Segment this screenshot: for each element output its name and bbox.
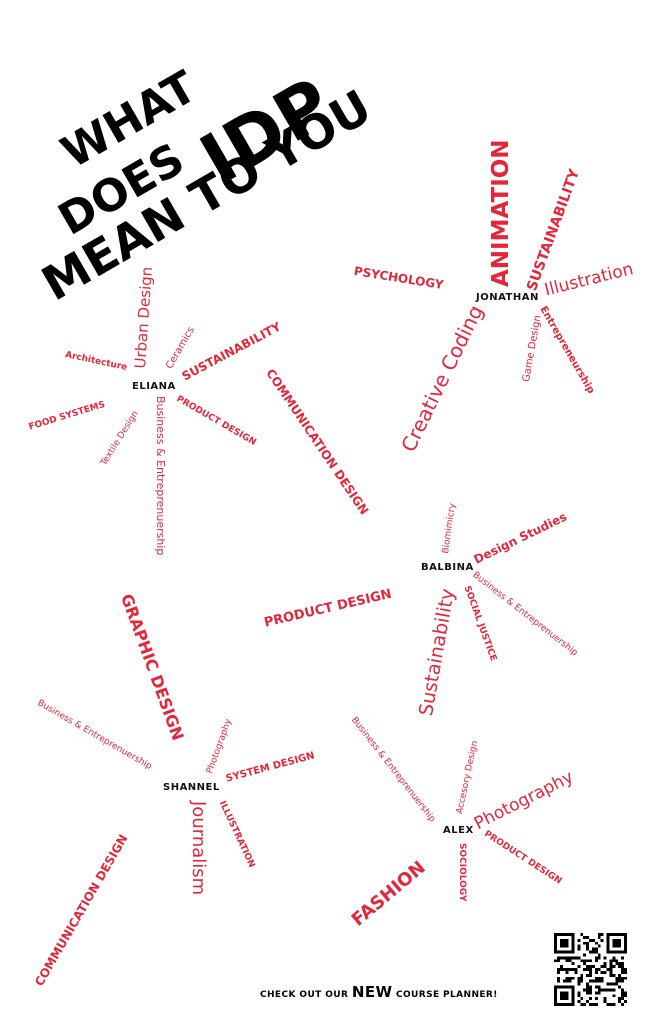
word-product-design-eliana: PRODUCT DESIGN <box>174 394 258 448</box>
word-graphic-design: GRAPHIC DESIGN <box>117 591 188 743</box>
word-game-design: Game Design <box>521 314 544 383</box>
word-photography-alex: Photography <box>471 767 577 835</box>
word-architecture: Architecture <box>64 350 129 373</box>
hub-eliana: ELIANA <box>132 381 176 392</box>
word-fashion: FASHION <box>347 857 430 931</box>
word-system-design: SYSTEM DESIGN <box>224 750 316 785</box>
word-sociology: SOCIOLOGY <box>457 843 467 902</box>
word-animation: ANIMATION <box>488 139 514 287</box>
word-design-studies: Design Studies <box>471 509 569 567</box>
hub-alex: ALEX <box>443 825 474 836</box>
callout-post: COURSE PLANNER! <box>395 990 498 1000</box>
callout-new: NEW <box>351 983 393 1001</box>
word-business-alex: Business & Entreprenuership <box>348 715 438 825</box>
word-urban-design: Urban Design <box>131 266 157 370</box>
qr-code-icon[interactable] <box>554 933 627 1006</box>
word-creative-coding: Creative Coding <box>396 301 488 456</box>
word-psychology: PSYCHOLOGY <box>352 264 445 292</box>
word-communication-design-balbina: COMMUNICATION DESIGN <box>263 366 372 518</box>
word-illustration-shannel: ILLUSTRATION <box>216 799 257 870</box>
word-accesory-design: Accesory Design <box>455 739 481 815</box>
callout-pre: CHECK OUT OUR <box>260 990 349 1000</box>
word-product-design-balbina: PRODUCT DESIGN <box>262 586 394 631</box>
word-business-shannel: Business & Entreprenuership <box>35 698 154 772</box>
word-journalism: Journalism <box>188 801 209 896</box>
word-illustration: Illustration <box>542 259 636 301</box>
word-photography-shannel: Photography <box>205 717 235 776</box>
word-communication-design-shannel: COMMUNICATION DESIGN <box>32 832 131 989</box>
hub-jonathan: JONATHAN <box>476 292 539 303</box>
word-business-eliana: Business & Entreprenuership <box>154 396 167 556</box>
word-textile-design: Textile Design <box>99 409 141 468</box>
hub-shannel: SHANNEL <box>163 782 220 793</box>
hub-balbina: BALBINA <box>421 562 474 573</box>
word-sustainability-balbina: Sustainability <box>415 586 460 718</box>
word-social-justice: SOCIAL JUSTICE <box>461 584 499 663</box>
word-product-design-alex: PRODUCT DESIGN <box>482 829 564 887</box>
word-entrepreneurship: Entrepreneurship <box>537 304 597 396</box>
course-planner-callout[interactable]: CHECK OUT OUR NEW COURSE PLANNER! <box>260 985 498 1000</box>
word-food-systems: FOOD SYSTEMS <box>27 399 107 433</box>
word-biomimicry: Biomimicry <box>441 502 458 555</box>
